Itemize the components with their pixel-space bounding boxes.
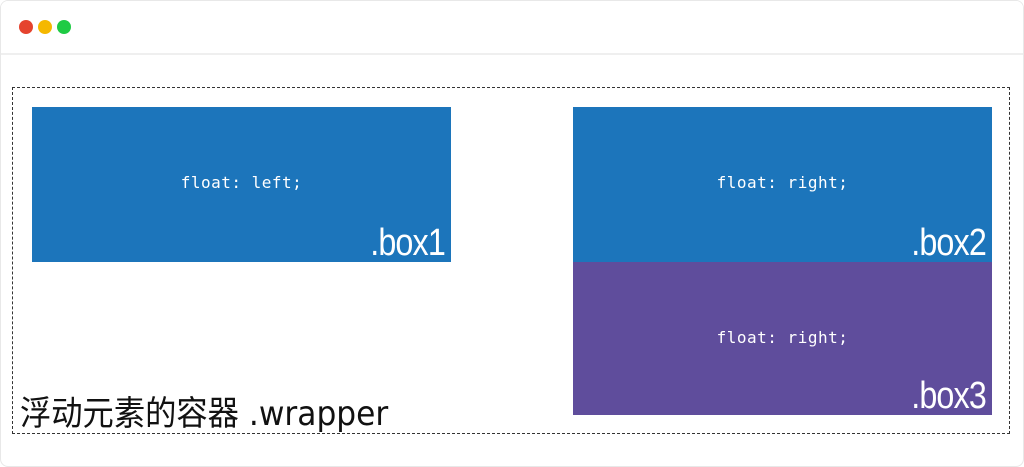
box2-label: .box2 [911,222,987,264]
wrapper-container [12,87,1010,434]
box1-code-text: float: left; [180,173,303,192]
minimize-window-button[interactable] [38,20,52,34]
box1-label: .box1 [370,222,446,264]
box2-code-text: float: right; [716,173,849,192]
close-window-button[interactable] [19,20,33,34]
box3-code-text: float: right; [716,328,849,347]
wrapper-label: 浮动元素的容器 .wrapper [20,394,389,434]
box1: float: left; .box1 [32,107,451,262]
box3-label: .box3 [911,375,987,417]
box2: float: right; .box2 [573,107,992,262]
maximize-window-button[interactable] [57,20,71,34]
box3: float: right; .box3 [573,262,992,415]
window-titlebar [1,1,1023,55]
